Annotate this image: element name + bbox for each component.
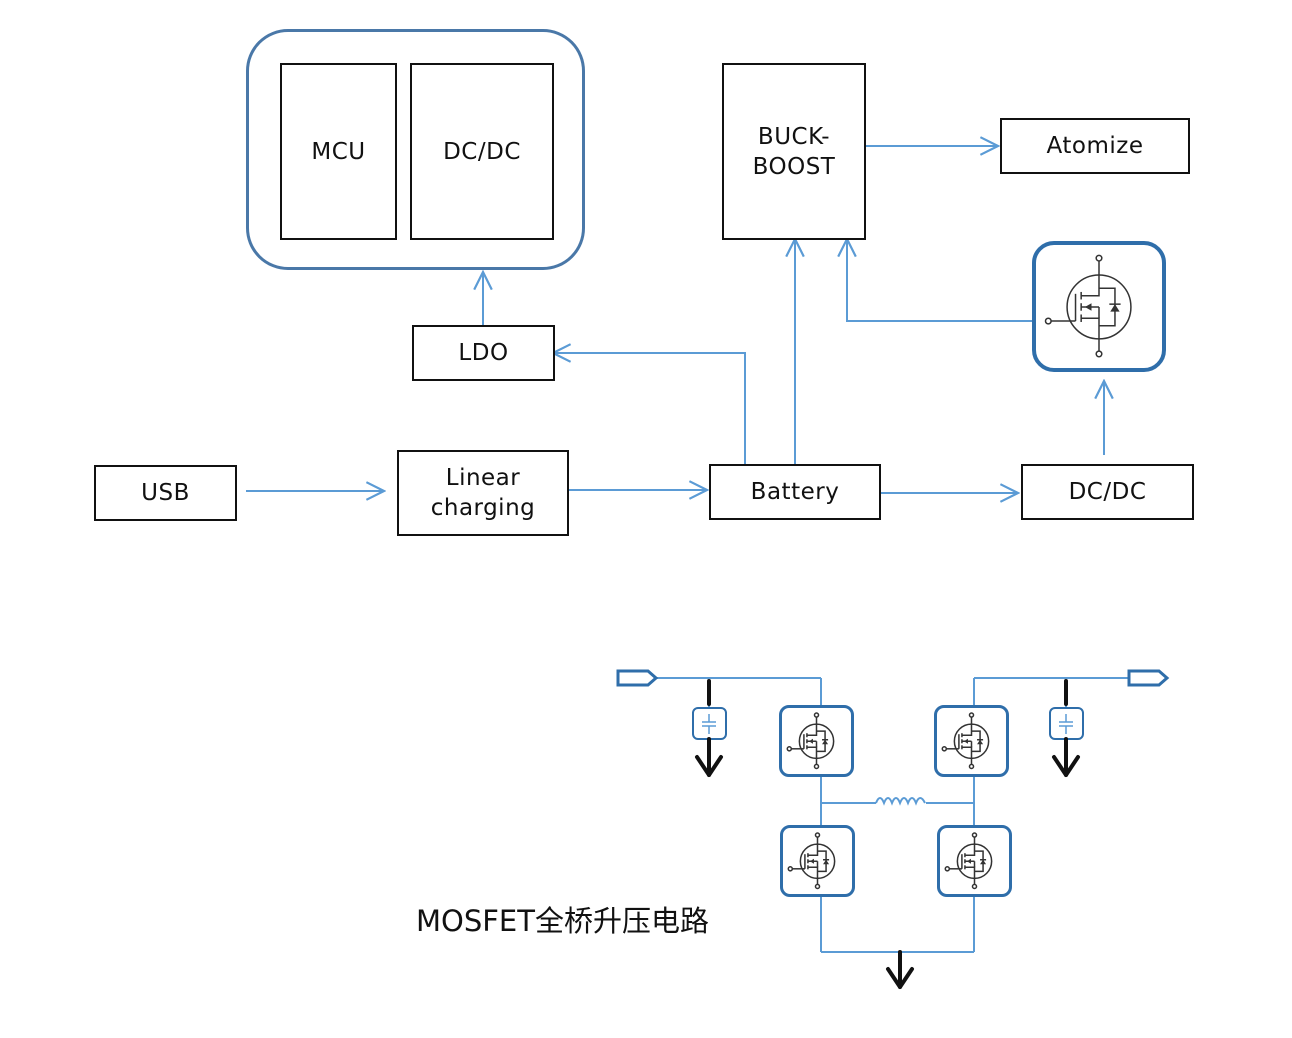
- ground-arrow-left-icon: [695, 679, 723, 777]
- arrow-mosfet-to-buckboost: [847, 239, 1032, 322]
- atomize-block: Atomize: [1000, 118, 1190, 174]
- ldo-block: LDO: [412, 325, 555, 381]
- bridge-mosfet-bottom-right: [937, 825, 1012, 897]
- buck-boost-block: BUCK- BOOST: [722, 63, 866, 240]
- mosfet-icon: [786, 712, 835, 770]
- capacitor-right-icon: [1049, 707, 1084, 740]
- arrow-battery-to-ldo: [553, 353, 746, 465]
- input-port-icon: [616, 669, 659, 687]
- mosfet-icon: [1044, 254, 1132, 358]
- ground-arrow-bottom-icon: [886, 950, 914, 989]
- mosfet-icon: [787, 832, 836, 890]
- dcdc-right-block: DC/DC: [1021, 464, 1194, 520]
- usb-block: USB: [94, 465, 237, 521]
- capacitor-left-icon: [692, 707, 727, 740]
- bridge-mosfet-bottom-left: [780, 825, 855, 897]
- mosfet-icon: [941, 712, 990, 770]
- linear-charging-block: Linear charging: [397, 450, 569, 536]
- mcu-block: MCU: [280, 63, 397, 240]
- battery-block: Battery: [709, 464, 881, 520]
- bridge-mosfet-top-left: [779, 705, 854, 777]
- mosfet-block: [1032, 241, 1166, 372]
- bridge-mosfet-top-right: [934, 705, 1009, 777]
- output-port-icon: [1127, 669, 1170, 687]
- full-bridge-wiring: [656, 677, 1129, 953]
- ground-arrow-right-icon: [1052, 679, 1080, 777]
- mosfet-icon: [944, 832, 993, 890]
- inductor: [875, 797, 926, 806]
- full-bridge-caption: MOSFET全桥升压电路: [416, 904, 709, 938]
- dcdc-top-block: DC/DC: [410, 63, 554, 240]
